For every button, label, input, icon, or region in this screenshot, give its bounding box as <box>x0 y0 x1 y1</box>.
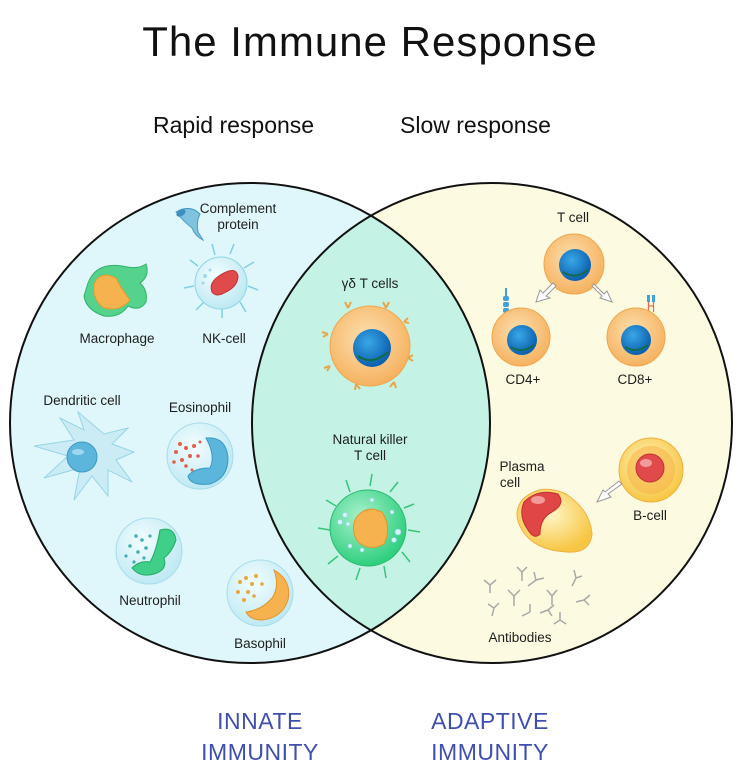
label-eosinophil: Eosinophil <box>169 400 231 415</box>
arrow-t-cell-to-cd8-icon <box>591 283 613 303</box>
innate-immunity-label: INNATE IMMUNITY <box>170 706 350 768</box>
neutrophil-icon <box>115 517 183 585</box>
complement-protein-icon <box>175 208 205 242</box>
gamma-delta-t-cell-icon <box>321 301 414 391</box>
innate-set-outline <box>9 182 491 664</box>
arrow-b-cell-to-plasma-cell-icon <box>595 480 623 503</box>
innate-label-line1: INNATE <box>217 708 303 734</box>
label-neutrophil: Neutrophil <box>119 593 181 608</box>
label-dendritic-cell: Dendritic cell <box>43 393 120 408</box>
label-b-cell: B-cell <box>633 508 667 523</box>
label-plasma-line1: Plasma <box>499 459 545 474</box>
dendritic-cell-icon <box>33 410 136 501</box>
adaptive-immunity-label: ADAPTIVE IMMUNITY <box>400 706 580 768</box>
label-gamma-delta-t-cells: γδ T cells <box>342 276 399 291</box>
label-complement-line1: Complement <box>200 201 277 216</box>
label-t-cell: T cell <box>557 210 589 225</box>
eosinophil-icon <box>166 422 234 490</box>
nk-cell-icon <box>183 243 259 318</box>
plasma-cell-icon <box>516 488 593 553</box>
label-plasma-line2: cell <box>500 475 520 490</box>
label-complement-line2: protein <box>217 217 258 232</box>
label-cd4: CD4+ <box>506 372 541 387</box>
label-nkt-line1: Natural killer <box>332 432 408 447</box>
basophil-icon <box>226 559 294 627</box>
adaptive-label-line1: ADAPTIVE <box>431 708 549 734</box>
antibodies-icon <box>483 566 591 625</box>
adaptive-label-line2: IMMUNITY <box>431 739 549 765</box>
cd4-t-cell-icon <box>491 288 551 367</box>
adaptive-set-outline <box>251 182 733 664</box>
cd8-t-cell-icon <box>606 295 666 367</box>
t-cell-icon <box>543 233 605 295</box>
label-cd8: CD8+ <box>618 372 653 387</box>
label-nk-cell: NK-cell <box>202 331 246 346</box>
label-macrophage: Macrophage <box>79 331 154 346</box>
label-nkt-line2: T cell <box>354 448 386 463</box>
subtitle-slow-response: Slow response <box>400 112 551 138</box>
macrophage-icon <box>83 263 148 317</box>
innate-label-line2: IMMUNITY <box>201 739 319 765</box>
nkt-cell-icon <box>317 473 421 581</box>
b-cell-icon <box>618 437 684 503</box>
page-title: The Immune Response <box>142 18 598 65</box>
label-basophil: Basophil <box>234 636 286 651</box>
arrow-t-cell-to-cd4-icon <box>535 282 557 303</box>
label-antibodies: Antibodies <box>488 630 551 645</box>
subtitle-rapid-response: Rapid response <box>153 112 315 138</box>
